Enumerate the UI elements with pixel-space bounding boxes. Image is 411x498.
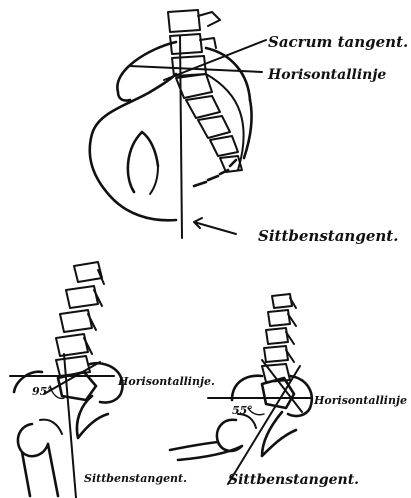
top-ischial-tangent-line [180,36,182,238]
left-femur [18,424,58,496]
label-horizontal-line-right: Horisontallinje [313,394,407,407]
right-vertebrae [262,294,296,382]
right-femur [170,420,242,460]
label-ischial-tangent-top: Sittbenstangent. [258,227,398,245]
label-ischial-tangent-right: Sittbenstangent. [228,472,359,488]
label-horizontal-line-top: Horisontallinje [267,67,386,83]
bottom-left-figure: 95° Horisontallinje. Sittbenstangent. [10,262,215,498]
bottom-right-figure: 55° Horisontallinje Sittbenstangent. [170,294,407,488]
label-angle-right: 55° [232,404,253,417]
left-vertebrae [56,262,104,376]
label-ischial-tangent-left: Sittbenstangent. [84,472,187,485]
top-ilium-outline [90,92,252,220]
top-figure: Sacrum tangent. Horisontallinje Sittbens… [90,10,408,245]
label-horizontal-line-left: Horisontallinje. [117,375,215,388]
label-angle-left: 95° [32,385,53,398]
top-coccyx [194,160,236,186]
label-sacrum-tangent: Sacrum tangent. [268,33,408,51]
top-sacrum [176,74,244,172]
top-arrow [194,218,236,234]
top-acetabulum [128,132,158,192]
